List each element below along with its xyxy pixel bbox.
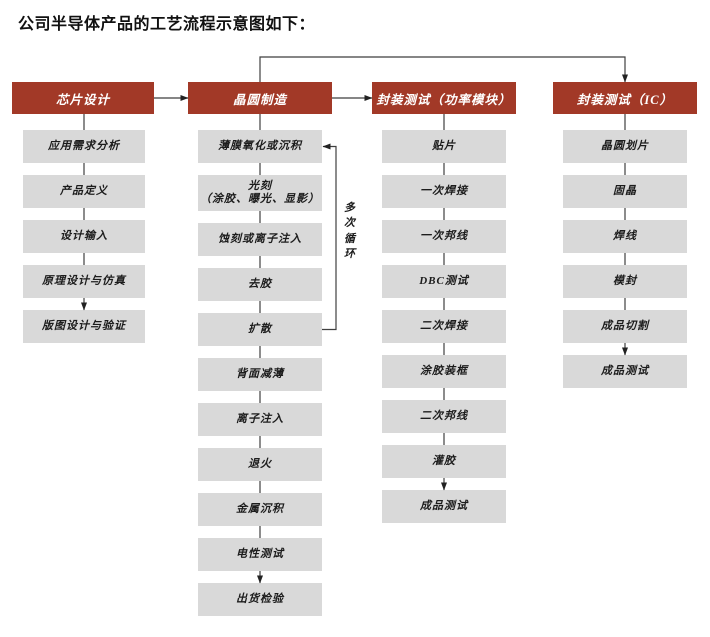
process-step: 去胶 [198, 268, 322, 301]
process-step: DBC测试 [382, 265, 506, 298]
process-step: 扩散 [198, 313, 322, 346]
process-step: 成品切割 [563, 310, 687, 343]
process-step: 灌胶 [382, 445, 506, 478]
process-step: 版图设计与验证 [23, 310, 145, 343]
process-step: 晶圆划片 [563, 130, 687, 163]
process-step: 二次焊接 [382, 310, 506, 343]
process-step: 产品定义 [23, 175, 145, 208]
loop-label: 多次循环 [344, 202, 355, 261]
stage-header-2: 封装测试（功率模块） [372, 82, 516, 114]
process-step: 焊线 [563, 220, 687, 253]
process-step: 离子注入 [198, 403, 322, 436]
process-step: 涂胶装框 [382, 355, 506, 388]
process-step: 光刻 （涂胶、曝光、显影） [198, 175, 322, 211]
process-step: 蚀刻或离子注入 [198, 223, 322, 256]
stage-header-1: 晶圆制造 [188, 82, 332, 114]
process-step: 模封 [563, 265, 687, 298]
arrow-multi-cycle-loop [322, 143, 337, 331]
process-step: 成品测试 [563, 355, 687, 388]
process-step: 金属沉积 [198, 493, 322, 526]
process-step: 退火 [198, 448, 322, 481]
process-step: 背面减薄 [198, 358, 322, 391]
process-step: 固晶 [563, 175, 687, 208]
process-step: 一次焊接 [382, 175, 506, 208]
diagram-title: 公司半导体产品的工艺流程示意图如下： [18, 16, 316, 33]
process-step: 二次邦线 [382, 400, 506, 433]
process-step: 一次邦线 [382, 220, 506, 253]
process-step: 贴片 [382, 130, 506, 163]
stage-header-3: 封装测试（IC） [553, 82, 697, 114]
process-step: 原理设计与仿真 [23, 265, 145, 298]
process-step: 出货检验 [198, 583, 322, 616]
stage-header-0: 芯片设计 [12, 82, 154, 114]
process-step: 设计输入 [23, 220, 145, 253]
process-step: 成品测试 [382, 490, 506, 523]
process-step: 薄膜氧化或沉积 [198, 130, 322, 163]
process-step: 电性测试 [198, 538, 322, 571]
process-step: 应用需求分析 [23, 130, 145, 163]
arrow-wafer-to-ic [259, 56, 628, 83]
